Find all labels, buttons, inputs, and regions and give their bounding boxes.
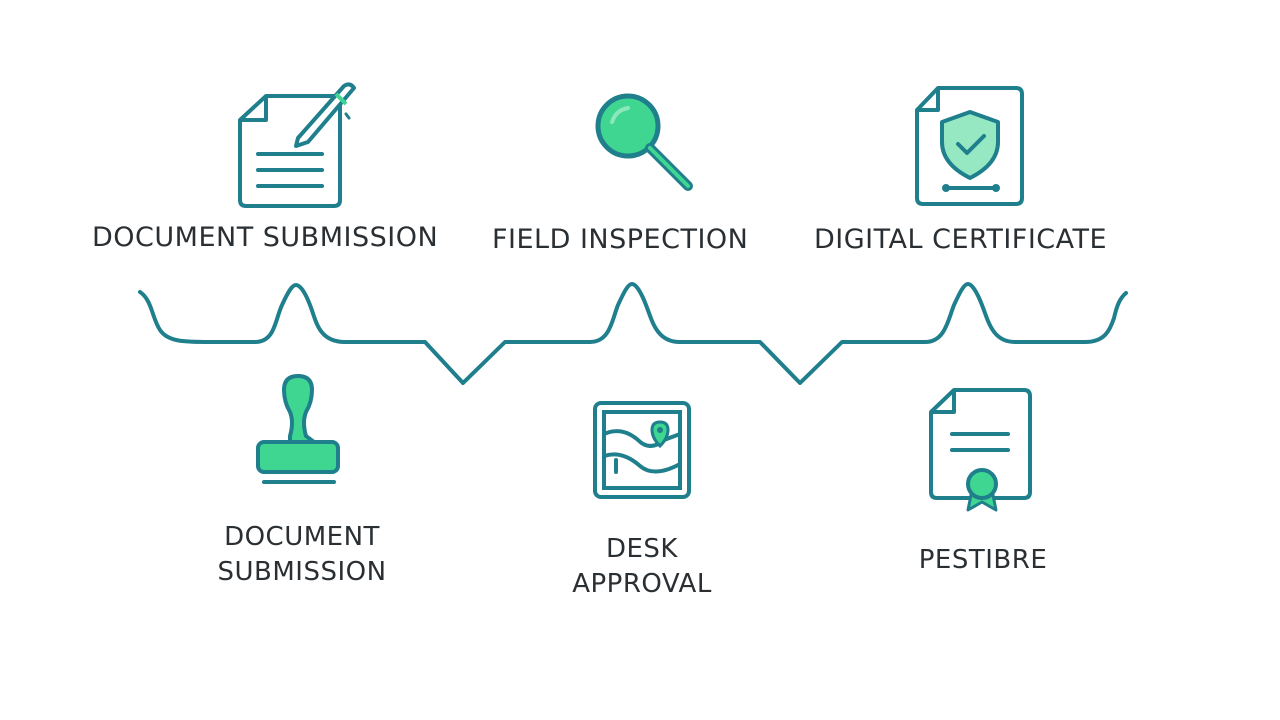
- label-line-1: PESTIBRE: [918, 545, 1048, 575]
- step-label-field-inspection: FIELD INSPECTION: [492, 224, 749, 255]
- certificate-ribbon-icon: [928, 386, 1036, 518]
- label-line-1: DESK: [605, 534, 678, 564]
- step-label-digital-certificate: DIGITAL CERTIFICATE: [814, 224, 1108, 255]
- label-line-2: SUBMISSION: [217, 557, 387, 587]
- shield-certificate-icon: [914, 84, 1028, 208]
- magnifier-icon: [594, 92, 698, 196]
- label-line-2: APPROVAL: [572, 569, 712, 599]
- step-label-pestibre: PESTIBRE: [908, 543, 1058, 578]
- step-label-document-submission-bottom: DOCUMENT SUBMISSION: [200, 520, 404, 590]
- label-line-1: DOCUMENT: [224, 522, 380, 552]
- step-label-desk-approval: DESK APPROVAL: [560, 532, 724, 602]
- rubber-stamp-icon: [254, 372, 342, 490]
- framed-map-icon: [592, 400, 692, 500]
- document-pen-icon: [236, 80, 360, 210]
- step-label-document-submission: DOCUMENT SUBMISSION: [92, 222, 439, 253]
